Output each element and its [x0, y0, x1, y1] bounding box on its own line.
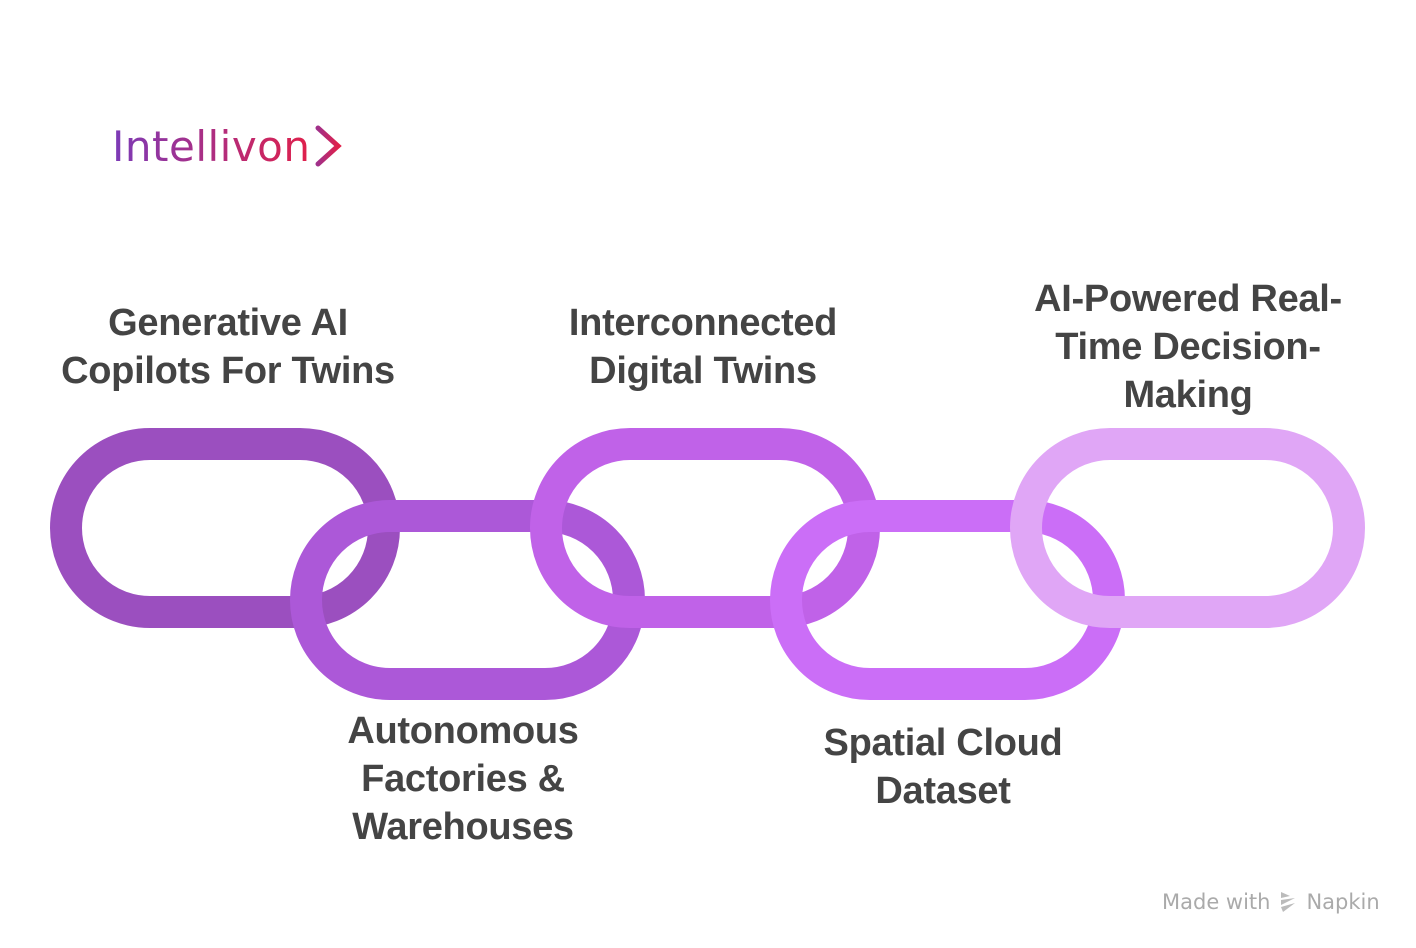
label-line: Time Decision-: [1055, 326, 1321, 368]
label-line: Making: [1123, 374, 1253, 416]
napkin-watermark: Made with Napkin: [1162, 890, 1380, 914]
label-line: Generative AI: [108, 302, 348, 344]
label-interconnected-twins: Interconnected Digital Twins: [503, 299, 903, 395]
label-line: Copilots For Twins: [61, 350, 395, 392]
logo-chevron-icon: [315, 125, 342, 167]
label-line: Factories &: [361, 758, 565, 800]
label-autonomous-factories: Autonomous Factories & Warehouses: [263, 707, 663, 851]
made-with-text: Made with: [1162, 890, 1271, 914]
label-line: Warehouses: [352, 806, 574, 848]
napkin-logo-icon: [1281, 892, 1296, 912]
logo-intellivon: Intellivon: [112, 122, 311, 171]
label-ai-decision-making: AI-Powered Real- Time Decision- Making: [988, 275, 1388, 419]
label-generative-ai: Generative AI Copilots For Twins: [28, 299, 428, 395]
label-spatial-cloud: Spatial Cloud Dataset: [743, 719, 1143, 815]
label-line: AI-Powered Real-: [1034, 278, 1342, 320]
label-line: Autonomous: [347, 710, 579, 752]
label-line: Interconnected: [568, 302, 838, 344]
napkin-brand-text: Napkin: [1306, 890, 1380, 914]
label-line: Spatial Cloud: [823, 722, 1063, 764]
label-line: Dataset: [875, 770, 1011, 812]
label-line: Digital Twins: [589, 350, 817, 392]
chain-link-5: [1010, 428, 1365, 628]
